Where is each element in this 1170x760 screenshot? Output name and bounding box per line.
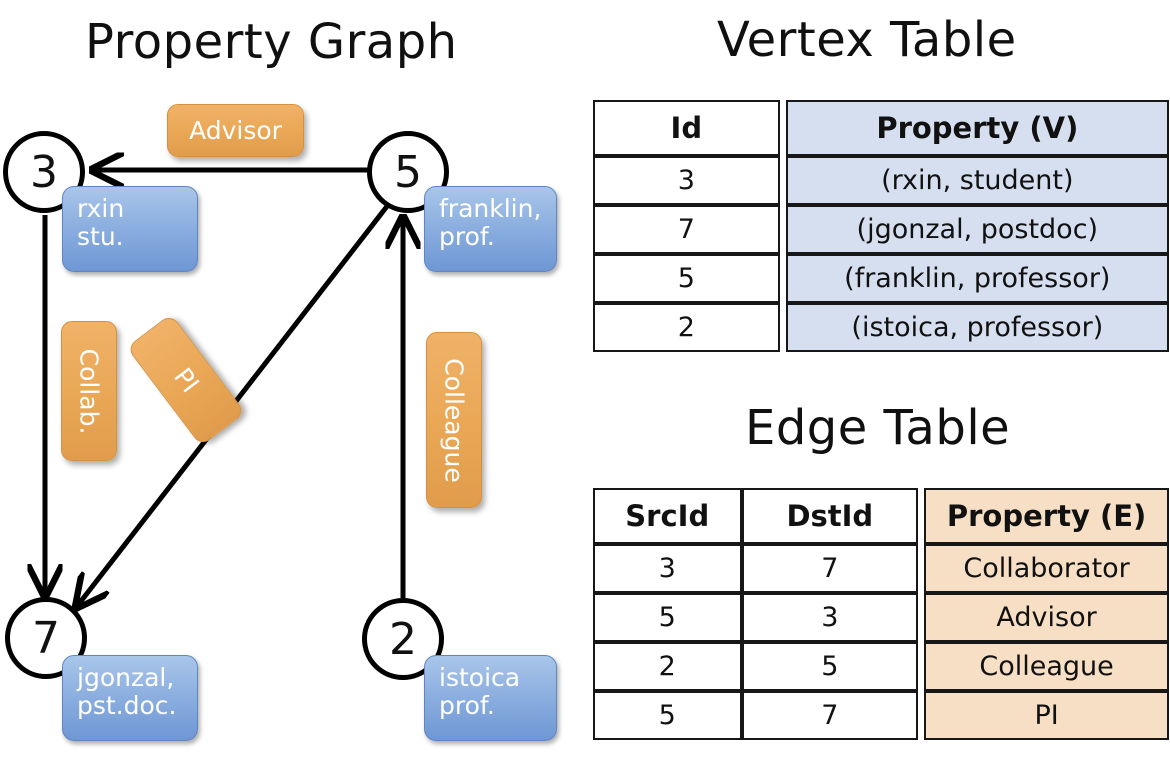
- edge-cell-dstid: 7: [741, 544, 919, 593]
- edge-label-colleague[interactable]: Colleague: [426, 332, 482, 508]
- edge-label-colleague-text: Colleague: [439, 357, 469, 483]
- graph-node-5-id: 5: [394, 146, 422, 198]
- edge-table-header-dstid: DstId: [741, 488, 919, 544]
- node-label-rxin-line2: stu.: [77, 222, 124, 251]
- vertex-cell-id: 2: [593, 303, 780, 352]
- edge-label-collab[interactable]: Collab.: [61, 321, 117, 461]
- table-row[interactable]: 3 (rxin, student): [593, 156, 1169, 205]
- table-row[interactable]: 3 7 Collaborator: [593, 544, 1169, 593]
- page-title-edge-table: Edge Table: [745, 400, 1011, 456]
- edge-label-advisor[interactable]: Advisor: [167, 104, 304, 157]
- node-label-rxin[interactable]: rxin stu.: [62, 186, 198, 272]
- vertex-table-header-row: Id Property (V): [593, 100, 1169, 156]
- node-label-franklin-line1: franklin,: [439, 194, 542, 223]
- node-label-istoica[interactable]: istoica prof.: [424, 655, 557, 741]
- edge-cell-property: Colleague: [924, 642, 1169, 691]
- node-label-jgonzal[interactable]: jgonzal, pst.doc.: [62, 655, 198, 741]
- page-title-property-graph: Property Graph: [85, 14, 458, 70]
- graph-node-7-id: 7: [32, 612, 60, 664]
- vertex-cell-id: 3: [593, 156, 780, 205]
- vertex-cell-id: 7: [593, 205, 780, 254]
- edge-cell-dstid: 7: [741, 691, 919, 740]
- graph-node-3-id: 3: [30, 146, 58, 198]
- graph-node-5[interactable]: 5: [367, 131, 449, 213]
- vertex-cell-property: (rxin, student): [785, 156, 1169, 205]
- node-label-istoica-line1: istoica: [439, 663, 521, 692]
- node-label-jgonzal-line2: pst.doc.: [77, 691, 177, 720]
- edge-cell-property: Advisor: [924, 593, 1169, 642]
- node-label-franklin-line2: prof.: [439, 222, 495, 251]
- table-row[interactable]: 2 (istoica, professor): [593, 303, 1169, 352]
- table-row[interactable]: 5 (franklin, professor): [593, 254, 1169, 303]
- table-row[interactable]: 2 5 Colleague: [593, 642, 1169, 691]
- node-label-rxin-line1: rxin: [77, 194, 125, 223]
- edge-table-header-row: SrcId DstId Property (E): [593, 488, 1169, 544]
- table-row[interactable]: 5 3 Advisor: [593, 593, 1169, 642]
- vertex-table-header-property: Property (V): [785, 100, 1169, 156]
- vertex-cell-property: (istoica, professor): [785, 303, 1169, 352]
- edge-cell-srcid: 5: [593, 593, 742, 642]
- table-row[interactable]: 5 7 PI: [593, 691, 1169, 740]
- edge-label-pi-text: PI: [167, 362, 205, 398]
- edge-cell-srcid: 3: [593, 544, 742, 593]
- page-title-vertex-table: Vertex Table: [717, 12, 1017, 68]
- edge-cell-srcid: 5: [593, 691, 742, 740]
- edge-table-header-property: Property (E): [924, 488, 1169, 544]
- edge-cell-dstid: 3: [741, 593, 919, 642]
- node-label-franklin[interactable]: franklin, prof.: [424, 186, 557, 272]
- graph-node-2-id: 2: [389, 613, 417, 665]
- edge-cell-property: PI: [924, 691, 1169, 740]
- edge-cell-srcid: 2: [593, 642, 742, 691]
- vertex-cell-id: 5: [593, 254, 780, 303]
- node-label-istoica-line2: prof.: [439, 691, 495, 720]
- property-graph-panel: Property Graph 3 5 7 2 rxin stu. frankli…: [3, 14, 557, 741]
- table-row[interactable]: 7 (jgonzal, postdoc): [593, 205, 1169, 254]
- vertex-table: Id Property (V) 3 (rxin, student) 7 (jgo…: [593, 100, 1169, 352]
- node-label-jgonzal-line1: jgonzal,: [77, 663, 175, 692]
- edge-label-collab-text: Collab.: [74, 348, 104, 434]
- edge-table-header-srcid: SrcId: [593, 488, 742, 544]
- graph-node-2[interactable]: 2: [362, 598, 444, 680]
- vertex-cell-property: (jgonzal, postdoc): [785, 205, 1169, 254]
- edge-table: SrcId DstId Property (E) 3 7 Collaborato…: [593, 488, 1169, 740]
- edge-cell-dstid: 5: [741, 642, 919, 691]
- vertex-cell-property: (franklin, professor): [785, 254, 1169, 303]
- edge-label-advisor-text: Advisor: [189, 116, 282, 145]
- edge-cell-property: Collaborator: [924, 544, 1169, 593]
- vertex-table-header-id: Id: [593, 100, 780, 156]
